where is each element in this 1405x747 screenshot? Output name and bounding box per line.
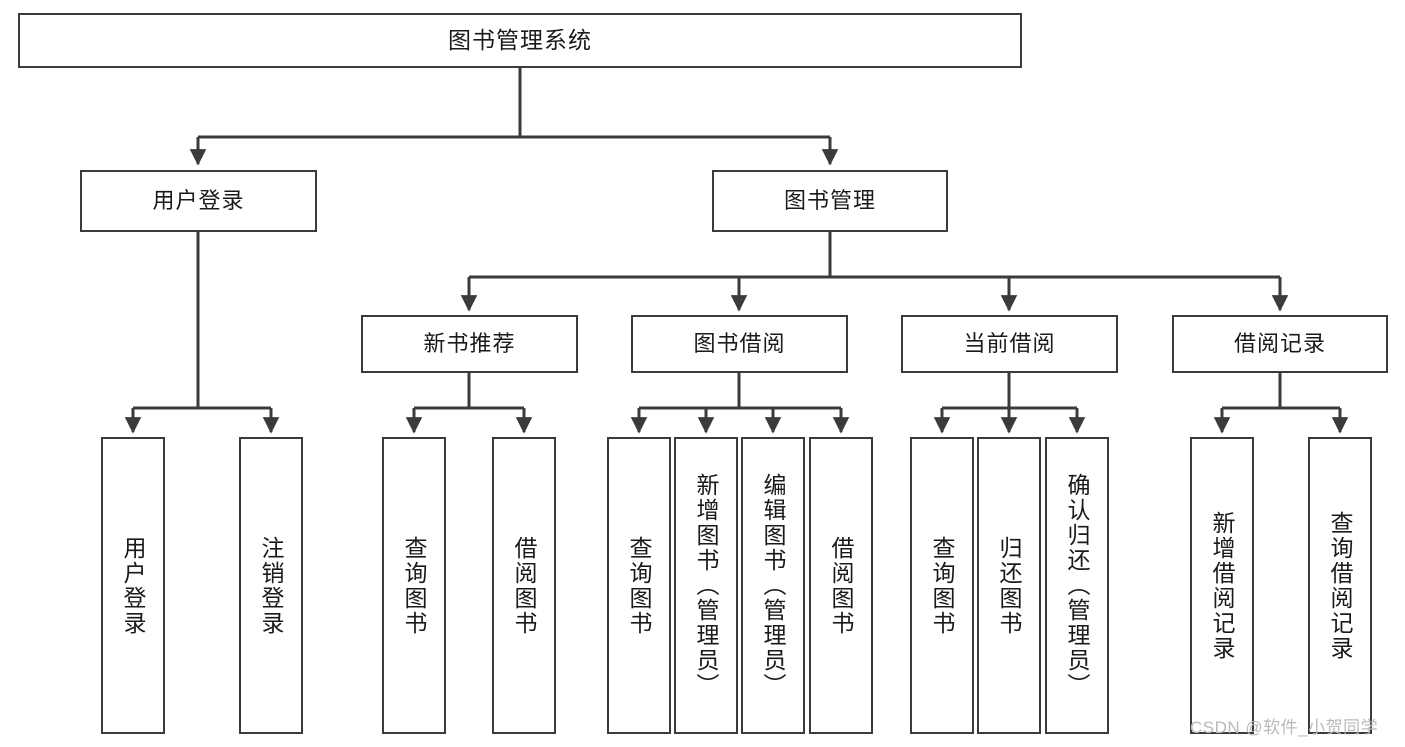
node-label: 新增借阅记录: [1209, 510, 1236, 661]
node-label: 图书管理系统: [448, 26, 592, 53]
leaf-return-books[interactable]: 归还图书: [977, 437, 1041, 734]
node-label: 查询图书: [929, 535, 956, 636]
node-label: 借阅图书: [828, 535, 855, 636]
node-label: 编辑图书（管理员）: [760, 473, 787, 698]
node-user-login[interactable]: 用户登录: [80, 170, 317, 232]
node-label: 查询图书: [626, 535, 653, 636]
leaf-query-borrow-record[interactable]: 查询借阅记录: [1308, 437, 1372, 734]
node-label: 查询借阅记录: [1327, 510, 1354, 661]
leaf-query-books-recommend[interactable]: 查询图书: [382, 437, 446, 734]
node-label: 用户登录: [120, 535, 147, 636]
leaf-user-login[interactable]: 用户登录: [101, 437, 165, 734]
node-label: 图书借阅: [693, 330, 786, 356]
node-label: 确认归还（管理员）: [1064, 473, 1091, 698]
node-book-borrowing[interactable]: 图书借阅: [631, 315, 848, 373]
node-label: 归还图书: [996, 535, 1023, 636]
node-label: 借阅记录: [1233, 330, 1326, 356]
leaf-add-book-admin[interactable]: 新增图书（管理员）: [674, 437, 738, 734]
node-book-management[interactable]: 图书管理: [712, 170, 948, 232]
node-label: 新书推荐: [423, 330, 516, 356]
leaf-add-borrow-record[interactable]: 新增借阅记录: [1190, 437, 1254, 734]
leaf-logout[interactable]: 注销登录: [239, 437, 303, 734]
node-label: 用户登录: [152, 187, 245, 213]
leaf-query-books-current[interactable]: 查询图书: [910, 437, 974, 734]
node-current-borrowing[interactable]: 当前借阅: [901, 315, 1118, 373]
watermark-text: CSDN @软件_小贺同学: [1190, 718, 1379, 737]
node-new-book-recommendation[interactable]: 新书推荐: [361, 315, 578, 373]
node-root-book-management-system[interactable]: 图书管理系统: [18, 13, 1022, 68]
node-label: 查询图书: [401, 535, 428, 636]
node-label: 借阅图书: [511, 535, 538, 636]
node-label: 新增图书（管理员）: [693, 473, 720, 698]
leaf-borrow-books[interactable]: 借阅图书: [809, 437, 873, 734]
node-label: 图书管理: [783, 187, 876, 213]
leaf-query-books-borrow[interactable]: 查询图书: [607, 437, 671, 734]
node-label: 当前借阅: [963, 330, 1056, 356]
leaf-confirm-return-admin[interactable]: 确认归还（管理员）: [1045, 437, 1109, 734]
leaf-edit-book-admin[interactable]: 编辑图书（管理员）: [741, 437, 805, 734]
leaf-borrow-books-recommend[interactable]: 借阅图书: [492, 437, 556, 734]
node-label: 注销登录: [258, 535, 285, 636]
node-borrowing-records[interactable]: 借阅记录: [1172, 315, 1388, 373]
